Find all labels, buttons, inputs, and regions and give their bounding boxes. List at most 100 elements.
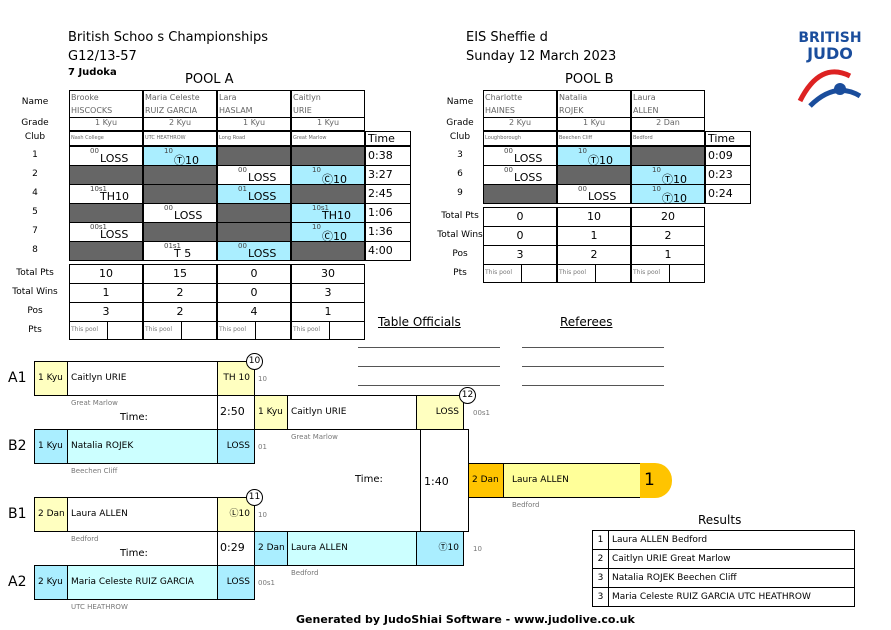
player-grade: 2 Dan [631, 117, 705, 131]
winner-name: Laura ALLEN [503, 463, 641, 498]
this-pool-label: This pool [484, 265, 522, 282]
total-pts-label: Total Pts [441, 211, 479, 221]
competitor-score: LOSS [217, 429, 255, 464]
score-detail: 00 [164, 204, 173, 212]
competitor-name[interactable]: Laura ALLEN [287, 531, 417, 566]
winner-club: Bedford [512, 501, 540, 509]
tournament-title: British Schoo s Championships [68, 30, 268, 45]
bout-time: 1:06 [365, 203, 411, 223]
bout-number: 5 [32, 207, 38, 217]
player-grade: 1 Kyu [217, 117, 291, 131]
player-last-name: URIE [293, 106, 312, 115]
total-wins-value: 2 [143, 283, 217, 303]
british-judo-logo: BRITISH JUDO [790, 30, 870, 125]
competitor-name[interactable]: Maria Celeste RUIZ GARCIA [67, 565, 218, 600]
seed-label: A2 [8, 574, 27, 590]
pool-pts-cell: This pool [483, 264, 557, 283]
total-wins-label: Total Wins [437, 230, 483, 240]
score-detail: 10s1 [312, 204, 330, 212]
judoka-count: 7 Judoka [68, 67, 117, 78]
bout-result-cell [217, 146, 291, 166]
bout-score: Ⓣ10 [662, 192, 687, 204]
player-first-name: Maria Celeste [145, 93, 200, 102]
name-label: Name [21, 97, 49, 107]
result-competitor: Maria Celeste RUIZ GARCIA UTC HEATHROW [608, 587, 855, 607]
bout-result-cell [69, 241, 143, 261]
result-place: 1 [592, 530, 609, 550]
total-wins-value: 2 [631, 226, 705, 246]
bout-number: 4 [32, 188, 38, 198]
player-club: Loughborough [483, 131, 557, 146]
player-club: Long Road [217, 131, 291, 146]
results-title: Results [698, 513, 742, 527]
competitor-grade: 1 Kyu [254, 395, 288, 430]
player-first-name: Lara [219, 93, 237, 102]
position-value: 1 [291, 302, 365, 322]
logo-text-1: BRITISH [798, 30, 862, 46]
bout-result-cell [557, 165, 631, 185]
bout-time: 3:27 [365, 165, 411, 185]
time-header: Time [365, 131, 411, 146]
bout-number: 2 [32, 169, 38, 179]
bout-number: 1 [32, 150, 38, 160]
competitor-grade: 2 Dan [34, 497, 68, 532]
winner-grade: 2 Dan [468, 463, 504, 498]
result-competitor: Caitlyn URIE Great Marlow [608, 549, 855, 569]
player-club: Nash College [69, 131, 143, 146]
bout-score: Ⓣ10 [174, 154, 199, 166]
bout-result-cell [69, 165, 143, 185]
score-detail: 01 [258, 443, 267, 451]
bout-number: 7 [32, 226, 38, 236]
total-pts-value: 30 [291, 264, 365, 284]
competitor-club: Bedford [71, 535, 99, 543]
competitor-name[interactable]: Laura ALLEN [67, 497, 218, 532]
time-label: Time: [120, 548, 148, 559]
player-first-name: Charlotte [485, 93, 523, 102]
player-club: Beechen Cliff [557, 131, 631, 146]
competitor-name[interactable]: Natalia ROJEK [67, 429, 218, 464]
player-last-name: ROJEK [559, 106, 584, 115]
bout-result-cell [217, 203, 291, 223]
player-first-name: Natalia [559, 93, 588, 102]
bout-result-cell [291, 184, 365, 204]
score-detail: 10 [312, 166, 321, 174]
player-last-name: HAINES [485, 106, 515, 115]
bout-result-cell [69, 203, 143, 223]
match-time: 2:50 [217, 395, 255, 430]
score-detail: 10 [473, 545, 482, 553]
competitor-score: Ⓣ10 [416, 531, 464, 566]
score-detail: 00 [504, 147, 513, 155]
bout-score: LOSS [248, 171, 277, 184]
bout-score: Ⓣ10 [588, 154, 613, 166]
bout-score: LOSS [174, 209, 203, 222]
competitor-club: Great Marlow [291, 433, 338, 441]
match-time: 1:40 [420, 429, 469, 532]
competitor-name[interactable]: Caitlyn URIE [287, 395, 417, 430]
official-line [358, 385, 500, 386]
referee-line [522, 366, 664, 367]
total-wins-value: 0 [483, 226, 557, 246]
score-detail: 10 [164, 147, 173, 155]
total-pts-value: 15 [143, 264, 217, 284]
competitor-grade: 1 Kyu [34, 429, 68, 464]
position-label: Pos [27, 306, 43, 316]
result-place: 3 [592, 587, 609, 607]
competitor-name[interactable]: Caitlyn URIE [67, 361, 218, 396]
score-detail: 10s1 [90, 185, 108, 193]
bout-result-cell [291, 146, 365, 166]
bout-time: 0:38 [365, 146, 411, 166]
result-competitor: Laura ALLEN Bedford [608, 530, 855, 550]
